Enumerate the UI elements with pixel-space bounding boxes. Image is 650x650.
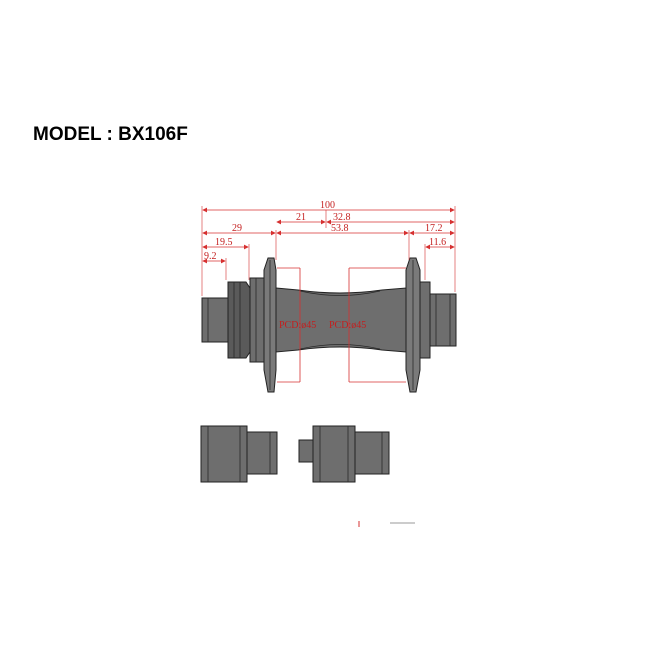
dim-right-flange: 17.2 (425, 223, 443, 234)
left-axle-end (201, 297, 229, 343)
pcd-markers: PCD:ø45 PCD:ø45 (277, 267, 406, 383)
dim-left-end-cap: 9.2 (204, 251, 217, 262)
pcd-left-label: PCD:ø45 (279, 320, 316, 331)
right-adapter-pin (298, 439, 314, 463)
dimension-lines: 100 21 32.8 29 53.8 17.2 19.5 11.6 9.2 (201, 200, 456, 296)
dim-left-flange-inner: 19.5 (215, 237, 233, 248)
pcd-right-label: PCD:ø45 (329, 320, 366, 331)
model-title: MODEL : BX106F (33, 124, 188, 145)
dim-center-left: 21 (296, 212, 306, 223)
left-adapter-tip (246, 431, 278, 475)
dim-overall: 100 (320, 200, 335, 211)
right-adapter-body (312, 425, 356, 483)
right-spacer (419, 281, 431, 359)
right-adapter-tip (354, 431, 390, 475)
left-bearing-housing (227, 281, 251, 359)
left-spacer (249, 277, 265, 363)
hub-assembly (201, 257, 457, 393)
dim-right-end-cap: 11.6 (429, 237, 446, 248)
left-adapter-body (200, 425, 248, 483)
dim-flange-to-flange: 53.8 (331, 223, 349, 234)
dim-left-flange-outer: 29 (232, 223, 242, 234)
left-adapter (200, 425, 278, 483)
dim-center-right: 32.8 (333, 212, 351, 223)
right-adapter (298, 425, 390, 483)
right-axle-end (429, 293, 457, 347)
